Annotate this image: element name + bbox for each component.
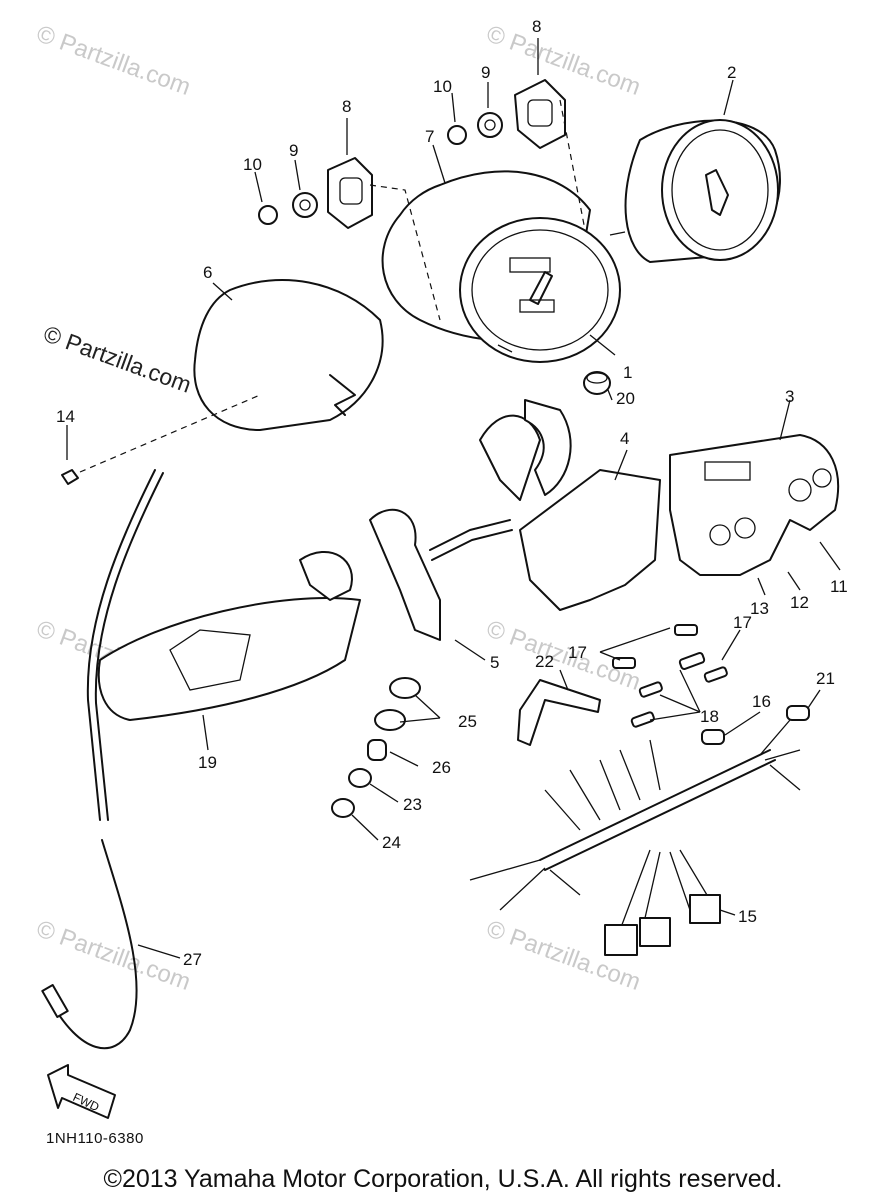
- callout-10b: 10: [433, 77, 452, 96]
- callout-1: 1: [623, 363, 632, 382]
- callout-21: 21: [816, 669, 835, 688]
- watermark-bottom-left: © Partzilla.com: [33, 915, 194, 996]
- callout-7: 7: [425, 127, 434, 146]
- callout-17b: 17: [733, 613, 752, 632]
- part-fasteners-upper: [258, 79, 586, 321]
- part-speedometer-assembly: [381, 170, 621, 363]
- part-small-items: [331, 677, 601, 818]
- callout-labels: 1 2 3 4 5 6 7 8 8 9 9 10 10 11 12 13 14 …: [56, 17, 848, 969]
- part-meter-bracket: [479, 399, 661, 611]
- watermark-center-right: © Partzilla.com: [483, 615, 644, 696]
- callout-9b: 9: [481, 63, 490, 82]
- callout-23: 23: [403, 795, 422, 814]
- callout-2: 2: [727, 63, 736, 82]
- callout-8a: 8: [342, 97, 351, 116]
- callout-19: 19: [198, 753, 217, 772]
- part-indicator-panel: [669, 434, 840, 576]
- part-lower-cover: [97, 508, 513, 721]
- diagram-code: 1NH110-6380: [46, 1130, 144, 1147]
- callout-12: 12: [790, 593, 809, 612]
- callout-16: 16: [752, 692, 771, 711]
- part-meter-cover: [193, 279, 384, 431]
- callout-18: 18: [700, 707, 719, 726]
- callout-13: 13: [750, 599, 769, 618]
- callout-9a: 9: [289, 141, 298, 160]
- callout-10a: 10: [243, 155, 262, 174]
- part-knob: [583, 371, 611, 395]
- callout-25: 25: [458, 712, 477, 731]
- part-tachometer: [609, 119, 781, 263]
- callout-3: 3: [785, 387, 794, 406]
- callout-8b: 8: [532, 17, 541, 36]
- leader-lines: [66, 38, 841, 959]
- part-bulbs: [612, 624, 810, 745]
- callout-22: 22: [535, 652, 554, 671]
- part-wiring-harness: [469, 719, 801, 956]
- callout-5: 5: [490, 653, 499, 672]
- copyright-notice: ©2013 Yamaha Motor Corporation, U.S.A. A…: [103, 1165, 783, 1193]
- callout-15: 15: [738, 907, 757, 926]
- watermark-mid-left: © Partzilla.com: [40, 320, 195, 397]
- callout-17a: 17: [568, 643, 587, 662]
- callout-20: 20: [616, 389, 635, 408]
- callout-24: 24: [382, 833, 401, 852]
- callout-11: 11: [830, 577, 848, 596]
- callout-26: 26: [432, 758, 451, 777]
- callout-14: 14: [56, 407, 75, 426]
- watermark-top-left: © Partzilla.com: [33, 20, 194, 101]
- callout-6: 6: [203, 263, 212, 282]
- watermark-top-right: © Partzilla.com: [483, 20, 644, 101]
- part-cable: FWD: [41, 394, 261, 1119]
- callout-4: 4: [620, 429, 629, 448]
- callout-27: 27: [183, 950, 202, 969]
